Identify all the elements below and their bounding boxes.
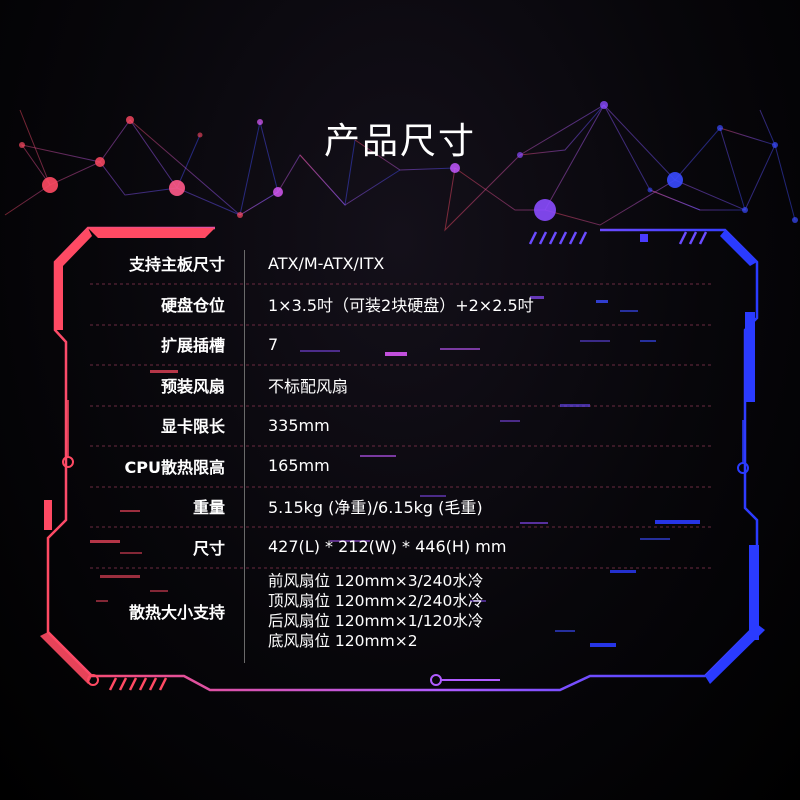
cooling-lines: 前风扇位 120mm×3/240水冷 顶风扇位 120mm×2/240水冷 后风…: [268, 571, 483, 651]
spec-row-expansion-slots: 扩展插槽 7: [80, 324, 720, 365]
spec-label: 显卡限长: [160, 417, 225, 437]
spec-label: 预装风扇: [160, 376, 225, 396]
cooling-line-bottom: 底风扇位 120mm×2: [268, 632, 418, 650]
spec-label: 硬盘仓位: [160, 295, 225, 315]
spec-row-dimensions: 尺寸 427(L) * 212(W) * 446(H) mm: [80, 527, 720, 568]
spec-row-cpu-cooler-height: CPU散热限高 165mm: [80, 446, 720, 487]
spec-label: 扩展插槽: [160, 336, 225, 356]
spec-row-drive-bays: 硬盘仓位 1×3.5吋（可装2块硬盘）+2×2.5吋: [80, 284, 720, 325]
cooling-line-top: 顶风扇位 120mm×2/240水冷: [268, 592, 484, 610]
spec-value: 不标配风扇: [268, 376, 349, 396]
column-divider: [244, 250, 245, 663]
row-dividers: [90, 283, 712, 569]
spec-table: 支持主板尺寸 ATX/M-ATX/ITX 硬盘仓位 1×3.5吋（可装2块硬盘）…: [80, 243, 720, 655]
spec-row-gpu-length: 显卡限长 335mm: [80, 405, 720, 446]
spec-row-motherboard: 支持主板尺寸 ATX/M-ATX/ITX: [80, 243, 720, 284]
spec-value: 427(L) * 212(W) * 446(H) mm: [268, 537, 507, 557]
spec-value: 1×3.5吋（可装2块硬盘）+2×2.5吋: [268, 295, 534, 315]
glitch-streaks: [90, 296, 700, 647]
spec-value: 165mm: [268, 456, 330, 476]
cooling-line-front: 前风扇位 120mm×3/240水冷: [268, 572, 484, 590]
spec-label: 支持主板尺寸: [128, 255, 225, 275]
spec-label: 散热大小支持: [128, 603, 225, 622]
cooling-line-rear: 后风扇位 120mm×1/120水冷: [268, 612, 484, 630]
spec-row-weight: 重量 5.15kg (净重)/6.15kg (毛重): [80, 486, 720, 527]
spec-value: 5.15kg (净重)/6.15kg (毛重): [268, 498, 483, 518]
frame-accents: [40, 228, 765, 691]
network-nodes: [19, 101, 798, 223]
spec-label: 尺寸: [192, 538, 225, 558]
spec-value: 7: [268, 334, 279, 354]
spec-value: 335mm: [268, 415, 330, 435]
spec-row-cooling-support: 散热大小支持 前风扇位 120mm×3/240水冷 顶风扇位 120mm×2/2…: [80, 567, 720, 655]
page-title: 产品尺寸: [323, 121, 476, 162]
spec-value: ATX/M-ATX/ITX: [268, 253, 385, 273]
spec-label: 重量: [192, 498, 225, 518]
spec-row-preinstalled-fans: 预装风扇 不标配风扇: [80, 365, 720, 406]
spec-label: CPU散热限高: [124, 457, 225, 477]
